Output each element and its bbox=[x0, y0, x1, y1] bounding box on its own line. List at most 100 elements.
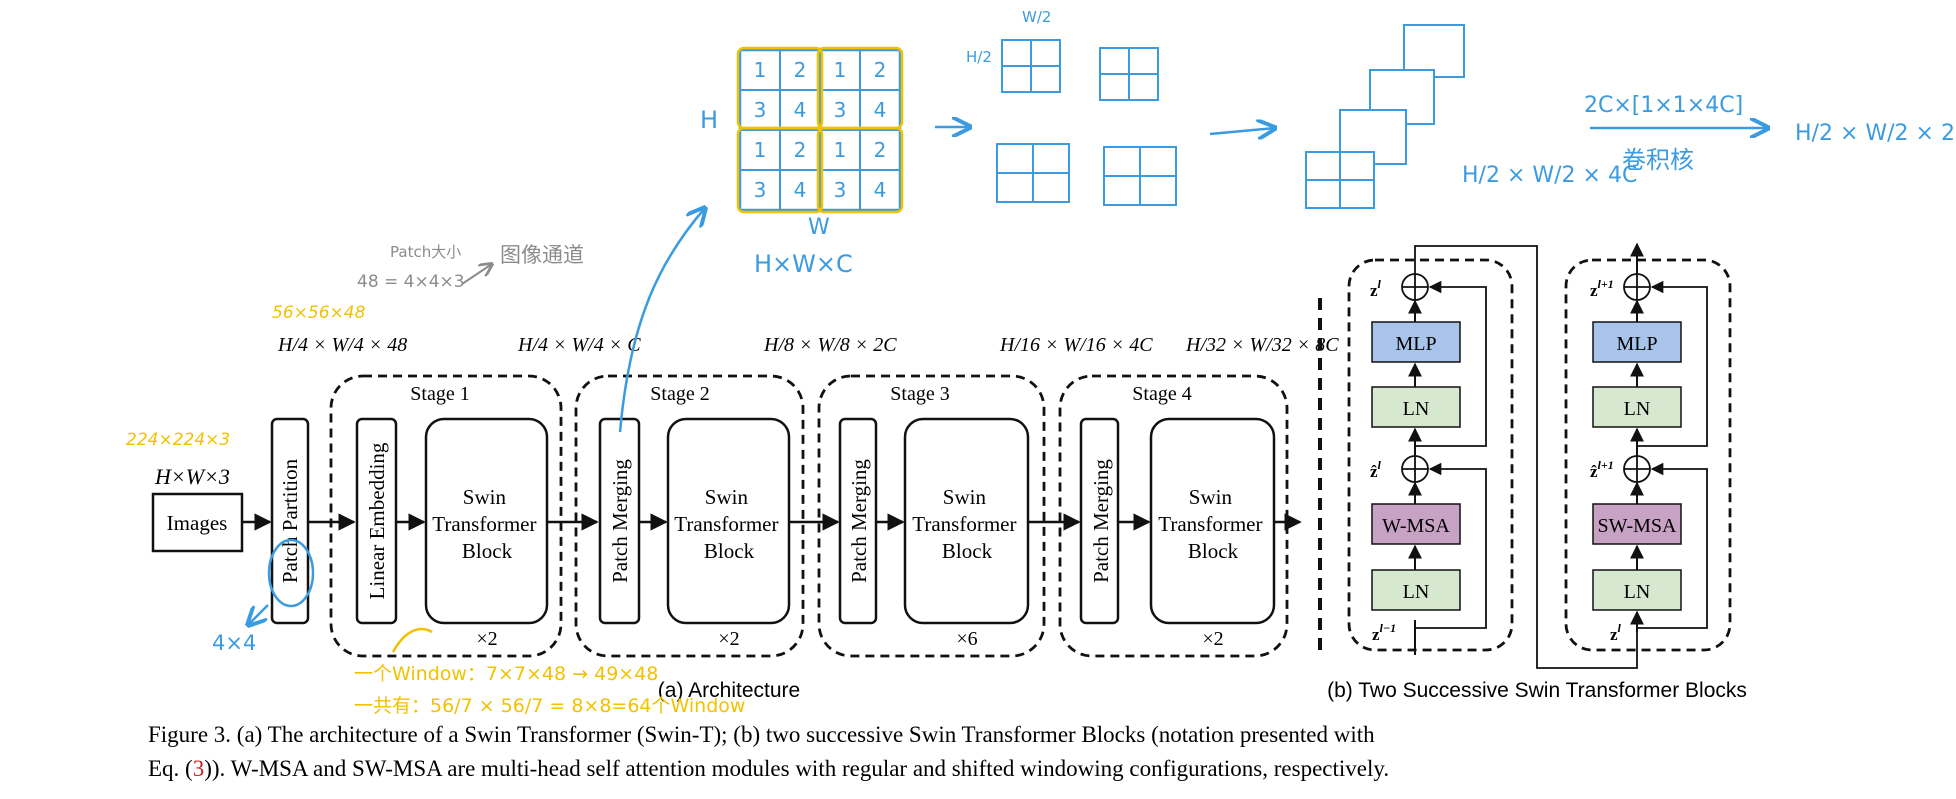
grid-num: 3 bbox=[834, 178, 847, 202]
annot-blue-HWC: H×W×C bbox=[754, 250, 853, 278]
grid-num: 4 bbox=[874, 98, 887, 122]
block-1-ln-bottom bbox=[1371, 569, 1461, 611]
swin-block-3-label: Swin Transformer Block bbox=[912, 485, 1021, 563]
patch-partition-label: Patch Partition bbox=[278, 458, 302, 583]
block-2-swmsa bbox=[1592, 503, 1682, 545]
annot-yellow-hook bbox=[391, 627, 433, 653]
block-2-ln-top bbox=[1592, 386, 1682, 428]
stage-1-repeat: ×2 bbox=[476, 628, 497, 650]
annot-gray-channel: 图像通道 bbox=[500, 243, 584, 267]
grid-num: 4 bbox=[794, 178, 807, 202]
grid-window-3 bbox=[736, 126, 824, 214]
block-2-ln-top-label: LN bbox=[1624, 398, 1651, 420]
grid-num: 2 bbox=[794, 138, 807, 162]
annot-blue-h2: H/2 bbox=[966, 48, 992, 66]
swin-block-1-label: Swin Transformer Block bbox=[432, 485, 541, 563]
block-1-residual-2 bbox=[1415, 280, 1487, 447]
stage-2-title: Stage 2 bbox=[650, 383, 709, 405]
grid-num: 3 bbox=[754, 178, 767, 202]
swin-block-4-label: Swin Transformer Block bbox=[1158, 485, 1267, 563]
annot-yellow-224: 224×224×3 bbox=[126, 430, 230, 450]
handwritten-annotations: 56×56×48 224×224×3 一个Window：7×7×48 → 49×… bbox=[126, 8, 1956, 717]
annot-blue-4x4: 4×4 bbox=[212, 631, 256, 655]
annot-blue-w2: W/2 bbox=[1022, 8, 1051, 26]
stage-4: Stage 4 H/32 × W/32 × 8C Patch Merging S… bbox=[1058, 334, 1339, 658]
caption-line-2: Eq. (3)). W-MSA and SW-MSA are multi-hea… bbox=[148, 756, 1389, 781]
grid-num: 4 bbox=[794, 98, 807, 122]
partition-dims-label: H/4 × W/4 × 48 bbox=[277, 334, 407, 356]
block-1-ln-top-label: LN bbox=[1403, 398, 1430, 420]
grid-num: 3 bbox=[754, 98, 767, 122]
grid-num: 1 bbox=[754, 138, 767, 162]
block-2-z-out: zl+1 bbox=[1590, 277, 1614, 300]
grid-num: 4 bbox=[874, 178, 887, 202]
block-2-swmsa-label: SW-MSA bbox=[1598, 515, 1677, 537]
block-2-mlp bbox=[1592, 321, 1682, 363]
swin-block-2-label: Swin Transformer Block bbox=[674, 485, 783, 563]
block-1-dashed-box bbox=[1347, 258, 1514, 652]
block-1-residual-1 bbox=[1415, 462, 1487, 629]
block-connector bbox=[1414, 245, 1638, 669]
stage-2-dims: H/8 × W/8 × 2C bbox=[763, 334, 897, 356]
images-label: Images bbox=[167, 511, 228, 535]
annot-blue-stack bbox=[1305, 24, 1465, 209]
stage-2-repeat: ×2 bbox=[718, 628, 739, 650]
annot-blue-out-dims: H/2 × W/2 × 2C bbox=[1795, 121, 1956, 146]
annot-blue-W: W bbox=[808, 215, 830, 240]
stage-3-title: Stage 3 bbox=[890, 383, 949, 405]
stage-1: Stage 1 H/4 × W/4 × C Linear Embedding S… bbox=[329, 334, 641, 658]
stage-3-dashed-box bbox=[817, 374, 1046, 658]
block-1-wmsa-label: W-MSA bbox=[1382, 515, 1450, 537]
annot-blue-H: H bbox=[700, 106, 718, 134]
annot-blue-grid: H 1 2 1 2 3 4 3 4 1 2 1 bbox=[700, 46, 904, 278]
grid-num: 2 bbox=[794, 58, 807, 82]
stage-1-title: Stage 1 bbox=[410, 383, 469, 405]
stage-4-repeat: ×2 bbox=[1202, 628, 1223, 650]
stage-1-dims: H/4 × W/4 × C bbox=[517, 334, 641, 356]
images-box bbox=[151, 492, 244, 553]
block-1-z-in: zl−1 bbox=[1372, 621, 1396, 644]
grid-num: 2 bbox=[874, 138, 887, 162]
caption-line-1: Figure 3. (a) The architecture of a Swin… bbox=[148, 722, 1375, 747]
annot-blue-kernel: 卷积核 bbox=[1622, 146, 1694, 174]
annot-blue-conv: 2C×[1×1×4C] bbox=[1584, 93, 1743, 118]
patch-merging-4-label: Patch Merging bbox=[1089, 459, 1113, 583]
block-2-dashed-box bbox=[1564, 258, 1732, 652]
grid-window-4 bbox=[816, 126, 904, 214]
stage-3-dims: H/16 × W/16 × 4C bbox=[999, 334, 1153, 356]
architecture-subcaption: (a) Architecture bbox=[658, 679, 800, 702]
annot-yellow-window-2: 一共有：56/7 × 56/7 = 8×8=64个Window bbox=[354, 695, 745, 717]
block-2-residual-1 bbox=[1637, 462, 1708, 629]
block-2-residual-2 bbox=[1637, 280, 1708, 447]
block-1-z-out: zl bbox=[1370, 277, 1382, 300]
grid-num: 1 bbox=[754, 58, 767, 82]
stage-3: Stage 3 H/16 × W/16 × 4C Patch Merging S… bbox=[817, 334, 1153, 658]
linear-embedding-label: Linear Embedding bbox=[365, 442, 389, 599]
grid-num: 2 bbox=[874, 58, 887, 82]
annot-blue-4x4-pointer bbox=[248, 604, 269, 625]
annot-gray-48: 48 = 4×4×3 bbox=[357, 272, 465, 292]
patch-merging-2-label: Patch Merging bbox=[608, 459, 632, 583]
block-1-zhat: ẑl bbox=[1370, 458, 1382, 481]
annot-yellow-56: 56×56×48 bbox=[272, 303, 366, 323]
block-2-z-in: zl bbox=[1610, 621, 1622, 644]
annot-blue-curve bbox=[618, 208, 705, 433]
grid-num: 1 bbox=[834, 58, 847, 82]
stack-layer-4 bbox=[1403, 24, 1465, 78]
stage-2-dashed-box bbox=[574, 374, 805, 658]
patch-merging-3-label: Patch Merging bbox=[847, 459, 871, 583]
stage-4-dims: H/32 × W/32 × 8C bbox=[1185, 334, 1339, 356]
input-dims-label: H×W×3 bbox=[154, 464, 230, 489]
block-2-zhat: ẑl+1 bbox=[1590, 458, 1614, 481]
block-1-ln-bottom-label: LN bbox=[1403, 581, 1430, 603]
block-1-mlp-label: MLP bbox=[1395, 333, 1436, 355]
block-2-mlp-label: MLP bbox=[1616, 333, 1657, 355]
stage-1-dashed-box bbox=[329, 374, 563, 658]
stage-2: Stage 2 H/8 × W/8 × 2C Patch Merging Swi… bbox=[574, 334, 897, 658]
annot-gray-patch-size: Patch大小 bbox=[390, 243, 461, 261]
figure-caption: Figure 3. (a) The architecture of a Swin… bbox=[148, 722, 1389, 781]
stage-3-repeat: ×6 bbox=[956, 628, 977, 650]
annot-blue-arrow-2 bbox=[1209, 128, 1275, 134]
grid-num: 3 bbox=[834, 98, 847, 122]
